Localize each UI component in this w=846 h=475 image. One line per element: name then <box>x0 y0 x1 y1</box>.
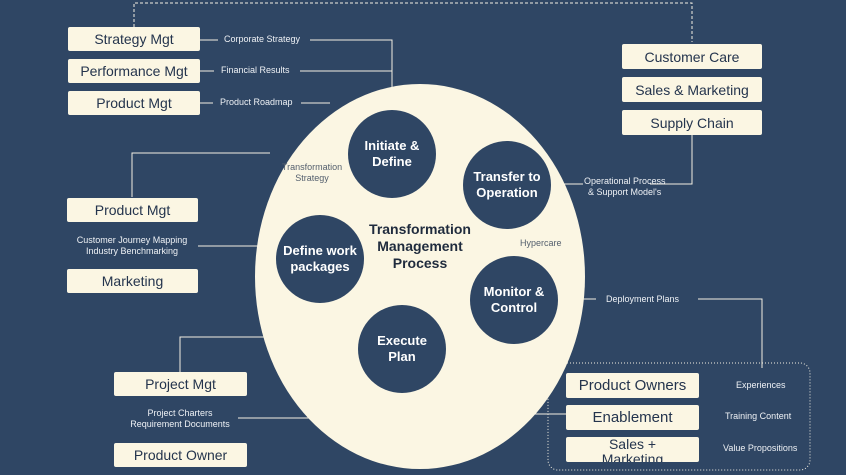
bottom-right-group-frame <box>547 362 811 471</box>
product-owner-box: Product Owner <box>114 443 247 467</box>
financial-results-label: Financial Results <box>221 65 290 75</box>
operational-process-label: Operational Process & Support Model's <box>584 176 666 197</box>
center-title: Transformation Management Process <box>369 221 471 271</box>
stage-define-work-packages[interactable]: Define work packages <box>276 215 364 303</box>
performance-mgt-box: Performance Mgt <box>68 59 200 83</box>
dashed-top-connector <box>133 2 693 42</box>
project-charters-label: Project Charters Requirement Documents <box>130 408 230 429</box>
project-mgt-box: Project Mgt <box>114 372 247 396</box>
experiences-label: Experiences <box>736 380 786 390</box>
connector-deployment <box>562 298 763 368</box>
corporate-strategy-label: Corporate Strategy <box>224 34 301 44</box>
strategy-mgt-box: Strategy Mgt <box>68 27 200 51</box>
marketing-box: Marketing <box>67 269 198 293</box>
stage-monitor-control[interactable]: Monitor & Control <box>470 256 558 344</box>
stage-execute-plan[interactable]: Execute Plan <box>358 305 446 393</box>
product-roadmap-label: Product Roadmap <box>220 97 293 107</box>
deployment-plans-label: Deployment Plans <box>606 294 680 304</box>
product-mgt-top-box: Product Mgt <box>68 91 200 115</box>
training-content-label: Training Content <box>725 411 792 421</box>
product-mgt-mid-box: Product Mgt <box>67 198 198 222</box>
stage-initiate-define[interactable]: Initiate & Define <box>348 110 436 198</box>
value-propositions-label: Value Propositions <box>723 443 798 453</box>
customer-care-box: Customer Care <box>622 44 762 69</box>
supply-chain-box: Supply Chain <box>622 110 762 135</box>
sales-marketing-box: Sales & Marketing <box>622 77 762 102</box>
transformation-strategy-label: Transformation Strategy <box>281 162 343 183</box>
product-owners-box: Product Owners <box>566 373 699 398</box>
stage-transfer-to-operation[interactable]: Transfer to Operation <box>463 141 551 229</box>
enablement-box: Enablement <box>566 405 699 430</box>
sales-plus-marketing-box: Sales + Marketing <box>566 437 699 462</box>
customer-journey-label: Customer Journey Mapping Industry Benchm… <box>76 235 188 256</box>
connector-mid-left-top <box>131 152 270 197</box>
hypercare-label: Hypercare <box>520 238 562 248</box>
